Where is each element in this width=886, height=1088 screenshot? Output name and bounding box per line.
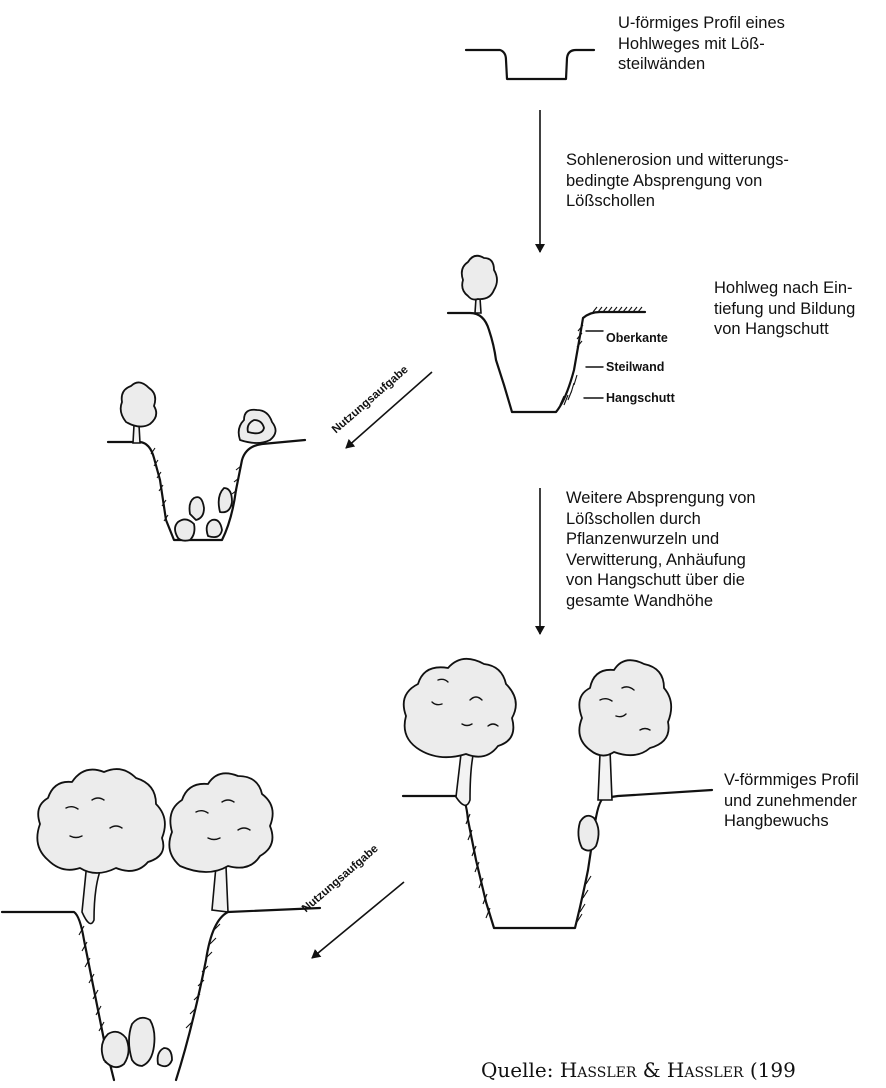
overgrown-side-profile-2 xyxy=(2,769,320,1080)
arrow1-text: Sohlenerosion und witterungs- bedingte A… xyxy=(566,150,789,212)
u-profile-drawing xyxy=(466,50,594,79)
v-profile-drawing xyxy=(403,659,712,928)
arrow2-text: Weitere Absprengung von Lößschollen durc… xyxy=(566,488,756,611)
overgrown-side-profile-1 xyxy=(108,382,305,540)
step2-text: Hohlweg nach Ein- tiefung und Bildung vo… xyxy=(714,278,855,340)
step3-text: V-förmmiges Profil und zunehmender Hangb… xyxy=(724,770,859,832)
label-steilwand: Steilwand xyxy=(606,360,664,374)
step1-text: U-förmiges Profil eines Hohlweges mit Lö… xyxy=(618,13,785,75)
label-oberkante: Oberkante xyxy=(606,331,668,345)
label-hangschutt: Hangschutt xyxy=(606,391,675,405)
source-citation: Quelle: Hassler & Hassler (199 xyxy=(481,1058,796,1082)
